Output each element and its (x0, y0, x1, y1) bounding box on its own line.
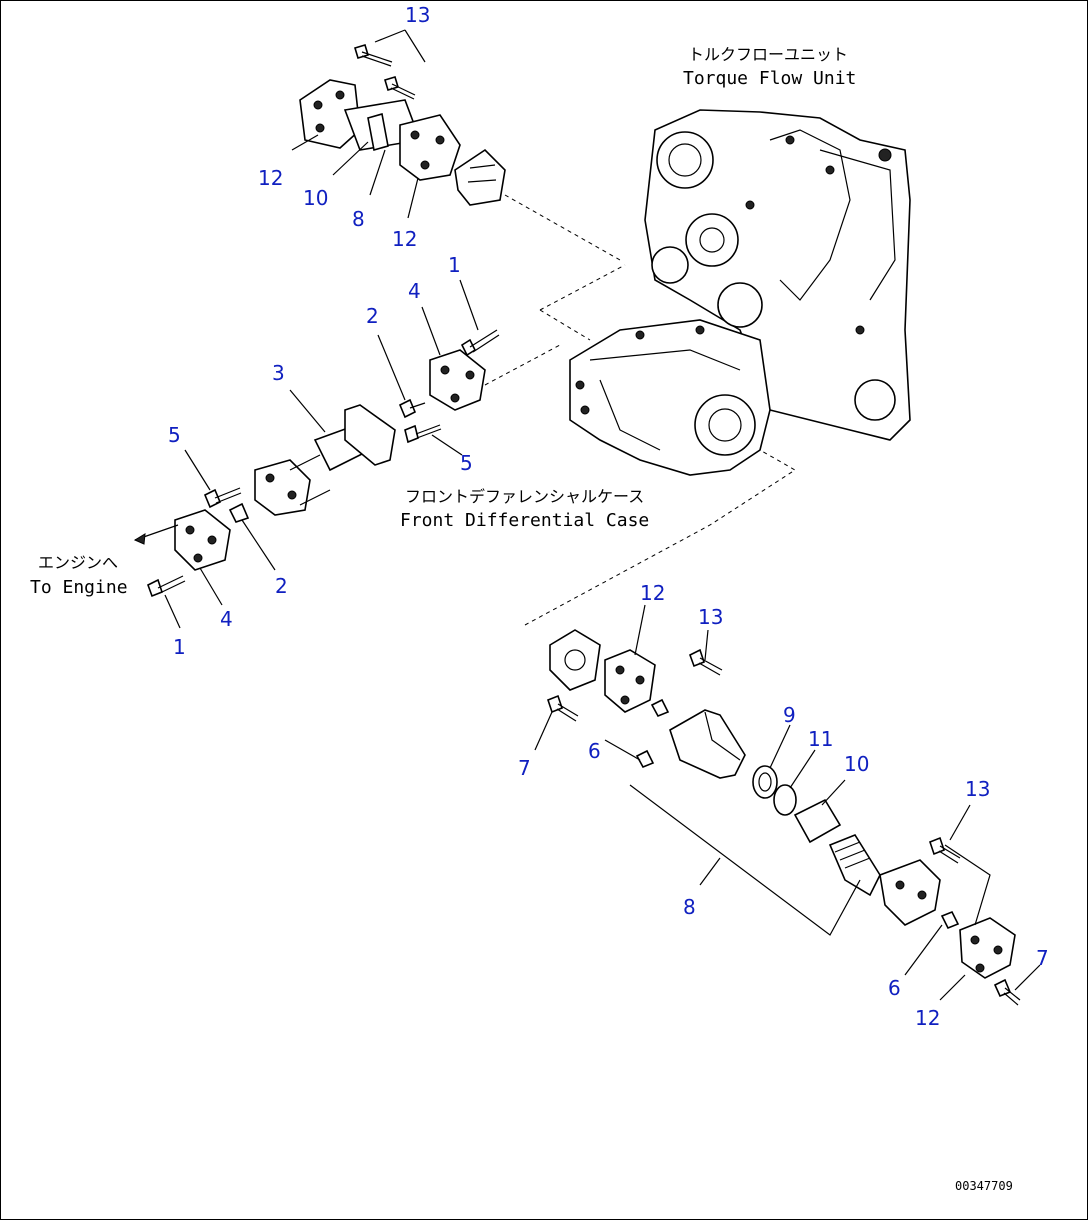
front-differential-case-label-jp: フロントデファレンシャルケース (405, 487, 644, 506)
callout-7: 7 (1036, 946, 1049, 970)
callout-4: 4 (220, 607, 233, 631)
callout-6: 6 (588, 739, 601, 763)
leader-lines (164, 29, 1041, 1001)
callout-12: 12 (640, 581, 665, 605)
to-engine-label-jp: エンジンへ (38, 553, 118, 572)
torque-flow-unit-housing (644, 109, 911, 441)
front-differential-case-housing (569, 319, 771, 476)
callout-5: 5 (460, 451, 473, 475)
callout-3: 3 (272, 361, 285, 385)
callout-10: 10 (303, 186, 328, 210)
callout-9: 9 (783, 703, 796, 727)
callout-11: 11 (808, 727, 833, 751)
callout-5: 5 (168, 423, 181, 447)
callout-6: 6 (888, 976, 901, 1000)
callout-8: 8 (683, 895, 696, 919)
callout-2: 2 (275, 574, 288, 598)
callout-12: 12 (392, 227, 417, 251)
torque-flow-unit-label: Torque Flow Unit (683, 68, 856, 89)
callout-2: 2 (366, 304, 379, 328)
drawing-code: 00347709 (955, 1179, 1013, 1193)
to-engine-label: To Engine (30, 577, 128, 598)
callout-1: 1 (173, 635, 186, 659)
middle-shaft-assembly (133, 264, 626, 598)
torque-flow-unit-label-jp: トルクフローユニット (688, 45, 848, 64)
callout-12: 12 (258, 166, 283, 190)
callout-7: 7 (518, 756, 531, 780)
callout-12: 12 (915, 1006, 940, 1030)
callout-1: 1 (448, 253, 461, 277)
callout-13: 13 (405, 3, 430, 27)
callout-10: 10 (844, 752, 869, 776)
lower-shaft-assembly (524, 449, 1021, 1006)
callout-13: 13 (698, 605, 723, 629)
upper-shaft-assembly (299, 44, 621, 261)
callout-4: 4 (408, 279, 421, 303)
callout-8: 8 (352, 207, 365, 231)
front-differential-case-label: Front Differential Case (400, 510, 649, 531)
callout-13: 13 (965, 777, 990, 801)
